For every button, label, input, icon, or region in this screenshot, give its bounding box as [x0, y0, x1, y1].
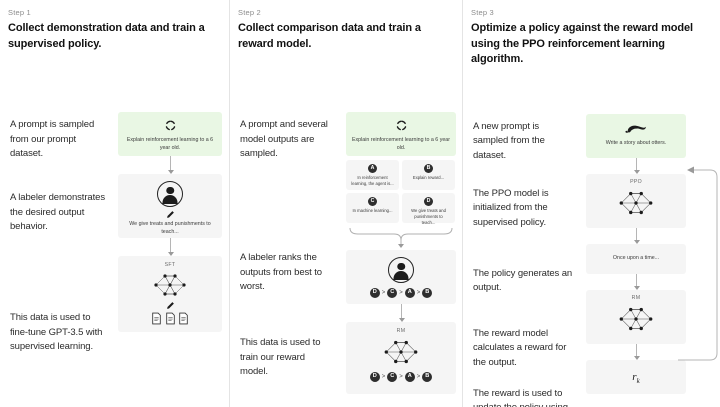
step-2-flow: Explain reinforcement learning to a 6 ye…: [346, 112, 456, 395]
step-3-caption-2: The PPO model is initialized from the su…: [473, 187, 549, 228]
option-text-d: We give treats and punishments to teach.…: [411, 208, 446, 225]
step-1-column: Step 1 Collect demonstration data and tr…: [0, 0, 229, 407]
option-text-a: In reinforcement learning, the agent is.…: [351, 175, 394, 186]
arrow-1: [166, 156, 175, 175]
step-3-caption-5: The reward is used to update the policy …: [473, 387, 568, 407]
generated-output-text: Once upon a time...: [612, 254, 660, 261]
arrow-2: [632, 227, 641, 244]
step-2-caption-1: A prompt and several model outputs are s…: [240, 119, 328, 160]
rank-4: B: [422, 288, 433, 299]
output-option-b: B Explain reward...: [402, 160, 455, 191]
rank-4: B: [422, 372, 433, 383]
step-1-caption-1: A prompt is sampled from our prompt data…: [10, 119, 95, 160]
step-2-caption-3: This data is used to train our reward mo…: [240, 337, 321, 378]
output-option-c: C In machine learning...: [346, 193, 399, 224]
step-2-column: Step 2 Collect comparison data and train…: [229, 0, 462, 407]
rank-1: D: [369, 372, 380, 383]
rank-3: A: [404, 372, 415, 383]
sft-model-card: SFT: [118, 256, 222, 333]
converging-brace: [349, 228, 453, 249]
document-icon: [152, 312, 161, 325]
neural-net-icon: [154, 274, 186, 296]
ranker-card: D > C > A > B: [346, 250, 456, 305]
step-1-flow: Explain reinforcement learning to a 6 ye…: [118, 112, 222, 333]
rank-gt: >: [399, 290, 403, 297]
rm-tag: RM: [631, 294, 641, 301]
sft-tag: SFT: [164, 262, 176, 269]
reward-model-card: RM: [586, 289, 686, 344]
step-3-caption-4: The reward model calculates a reward for…: [473, 327, 567, 368]
labeler-demo-text: We give treats and punishments to teach.…: [129, 221, 211, 235]
labeler-card: We give treats and punishments to teach.…: [118, 174, 222, 239]
step-3-caption-1: A new prompt is sampled from the dataset…: [473, 120, 545, 161]
reward-subscript: k: [636, 376, 640, 385]
ranking-row: D > C > A > B: [346, 372, 456, 383]
step-3-caption-3: The policy generates an output.: [473, 267, 573, 294]
prompt-card: Explain reinforcement learning to a 6 ye…: [346, 112, 456, 157]
option-letter-d: D: [424, 197, 433, 207]
prompt-text: Explain reinforcement learning to a 6 ye…: [126, 137, 214, 151]
option-text-c: In machine learning...: [352, 208, 393, 214]
step-1-caption-3: This data is used to fine-tune GPT-3.5 w…: [10, 312, 103, 353]
pencil-icon: [166, 211, 174, 219]
step-2-title: Collect comparison data and train a rewa…: [238, 22, 421, 50]
option-letter-a: A: [368, 164, 377, 174]
step-3-column: Step 3 Optimize a policy against the rew…: [462, 0, 720, 407]
rank-1: D: [369, 288, 380, 299]
arrow-2: [166, 238, 175, 257]
generated-output-card: Once upon a time...: [586, 243, 686, 274]
prompt-text: Explain reinforcement learning to a 6 ye…: [351, 137, 451, 151]
rank-gt: >: [381, 290, 386, 297]
arrow-2: [397, 304, 406, 323]
prompt-card: Write a story about otters.: [586, 113, 686, 158]
pencil-icon: [166, 302, 174, 310]
document-icon: [165, 312, 175, 325]
step-2-caption-2: A labeler ranks the outputs from best to…: [240, 252, 322, 293]
step-3-title: Optimize a policy against the reward mod…: [471, 22, 693, 66]
step-1-title: Collect demonstration data and train a s…: [8, 22, 205, 50]
rank-gt: >: [416, 290, 421, 297]
rank-gt: >: [416, 374, 421, 381]
option-letter-b: B: [424, 164, 433, 174]
option-text-b: Explain reward...: [412, 175, 445, 181]
person-icon: [388, 257, 414, 284]
output-option-d: D We give treats and punishments to teac…: [402, 193, 455, 225]
arrow-4: [632, 343, 641, 360]
person-icon: [157, 181, 183, 208]
document-stack: [118, 312, 222, 325]
arrow-1: [632, 157, 641, 174]
rm-tag: RM: [396, 328, 406, 335]
document-icon: [179, 312, 188, 325]
neural-net-icon: [619, 307, 653, 330]
reward-symbol: r: [632, 370, 637, 383]
ranking-row: D > C > A > B: [346, 288, 456, 299]
reward-model-card: RM D: [346, 322, 456, 395]
neural-net-icon: [619, 191, 653, 214]
otter-icon: [625, 125, 647, 133]
step-2-label: Step 2: [238, 8, 261, 17]
step-1-caption-2: A labeler demonstrates the desired outpu…: [10, 192, 105, 233]
neural-net-icon: [384, 341, 418, 364]
rank-gt: >: [381, 374, 386, 381]
output-option-a: A In reinforcement learning, the agent i…: [346, 160, 399, 191]
sampled-outputs: A In reinforcement learning, the agent i…: [346, 160, 456, 225]
step-3-flow: Write a story about otters. PPO: [586, 113, 686, 394]
option-letter-c: C: [368, 197, 377, 207]
rank-2: C: [387, 372, 398, 383]
ppo-model-card: PPO: [586, 173, 686, 228]
rank-2: C: [387, 288, 398, 299]
feedback-loop-arrow: [678, 166, 718, 361]
step-1-label: Step 1: [8, 8, 31, 17]
rank-gt: >: [399, 374, 403, 381]
refresh-cycle-icon: [396, 120, 406, 131]
arrow-3: [632, 273, 641, 290]
prompt-text: Write a story about otters.: [605, 139, 667, 146]
rank-3: A: [404, 288, 415, 299]
prompt-card: Explain reinforcement learning to a 6 ye…: [118, 112, 222, 157]
ppo-tag: PPO: [630, 178, 642, 185]
step-3-label: Step 3: [471, 8, 494, 17]
refresh-cycle-icon: [165, 120, 175, 131]
